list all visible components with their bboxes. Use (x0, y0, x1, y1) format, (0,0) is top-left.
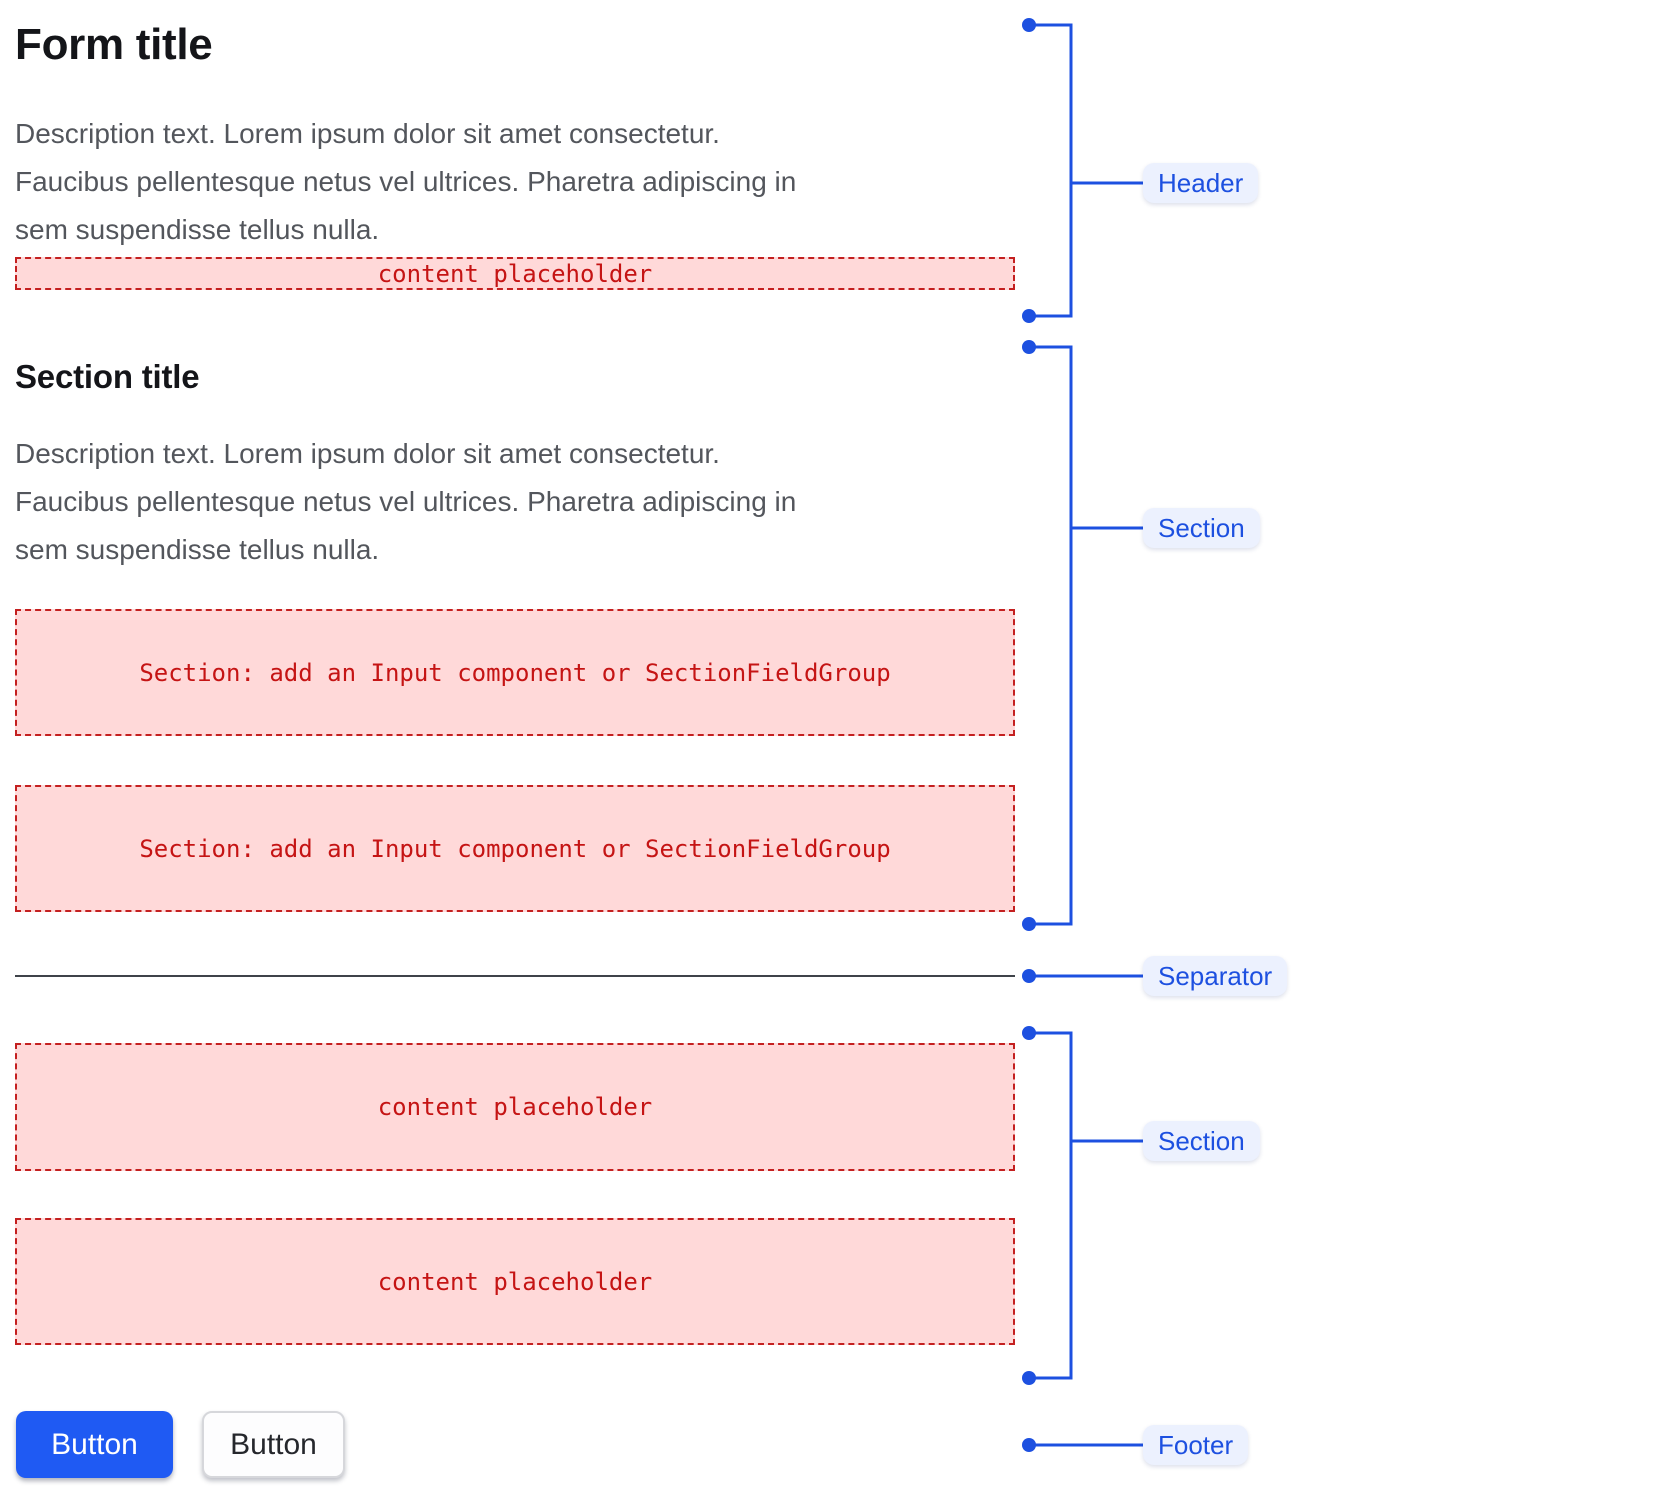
separator-line (15, 975, 1015, 977)
annotation-badge-separator: Separator (1143, 956, 1288, 996)
form-title: Form title (15, 20, 213, 69)
annotation-badge-footer: Footer (1143, 1425, 1249, 1465)
description-line: Description text. Lorem ipsum dolor sit … (15, 118, 720, 149)
description-line: Faucibus pellentesque netus vel ultrices… (15, 166, 797, 197)
connector-dot (1022, 1438, 1036, 1452)
annotation-badge-header: Header (1143, 163, 1259, 203)
connector-dot (1022, 18, 1036, 32)
section2-bracket (1029, 1031, 1073, 1380)
section-title: Section title (15, 358, 200, 395)
connector-dot (1022, 1026, 1036, 1040)
connector-dot (1022, 309, 1036, 323)
placeholder-text: content placeholder (377, 1267, 653, 1296)
description-line: sem suspendisse tellus nulla. (15, 214, 380, 245)
section2-content-placeholder-1: content placeholder (15, 1043, 1015, 1171)
annotation-badge-section-1: Section (1143, 508, 1260, 548)
placeholder-text: Section: add an Input component or Secti… (139, 658, 891, 687)
description-line: sem suspendisse tellus nulla. (15, 534, 380, 565)
connector-dot (1022, 917, 1036, 931)
placeholder-text: Section: add an Input component or Secti… (139, 834, 891, 863)
header-bracket (1029, 23, 1073, 318)
section2-content-placeholder-2: content placeholder (15, 1218, 1015, 1345)
connector-dot (1022, 1371, 1036, 1385)
section-description: Description text. Lorem ipsum dolor sit … (15, 430, 975, 574)
connector-dot (1022, 969, 1036, 983)
primary-button[interactable]: Button (16, 1411, 173, 1478)
description-line: Description text. Lorem ipsum dolor sit … (15, 438, 720, 469)
secondary-button[interactable]: Button (202, 1411, 345, 1478)
annotation-badge-section-2: Section (1143, 1121, 1260, 1161)
section-input-placeholder-2: Section: add an Input component or Secti… (15, 785, 1015, 912)
description-line: Faucibus pellentesque netus vel ultrices… (15, 486, 797, 517)
connector-dot (1022, 340, 1036, 354)
placeholder-text: content placeholder (377, 1093, 653, 1121)
placeholder-text: content placeholder (377, 259, 653, 288)
section-input-placeholder-1: Section: add an Input component or Secti… (15, 609, 1015, 736)
section1-bracket (1029, 345, 1073, 926)
form-description: Description text. Lorem ipsum dolor sit … (15, 110, 975, 254)
header-content-placeholder: content placeholder (15, 257, 1015, 290)
